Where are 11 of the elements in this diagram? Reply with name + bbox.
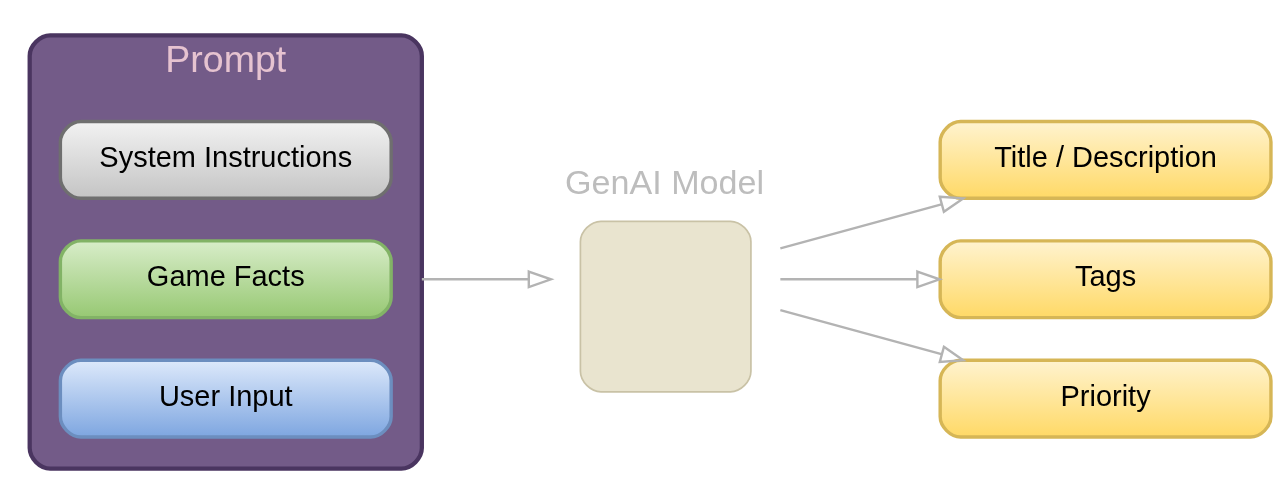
node-box: Tags — [938, 239, 1273, 320]
node-box: Priority — [938, 358, 1273, 439]
arrow — [780, 195, 967, 250]
arrow — [780, 269, 944, 289]
node-label: GenAI Model — [565, 163, 765, 202]
node-box: User Input — [58, 358, 393, 439]
arrow — [780, 309, 967, 364]
node-box: Title / Description — [938, 119, 1273, 200]
node-box: System Instructions — [58, 119, 393, 200]
arrow — [421, 269, 555, 289]
node-box: Game Facts — [58, 239, 393, 320]
